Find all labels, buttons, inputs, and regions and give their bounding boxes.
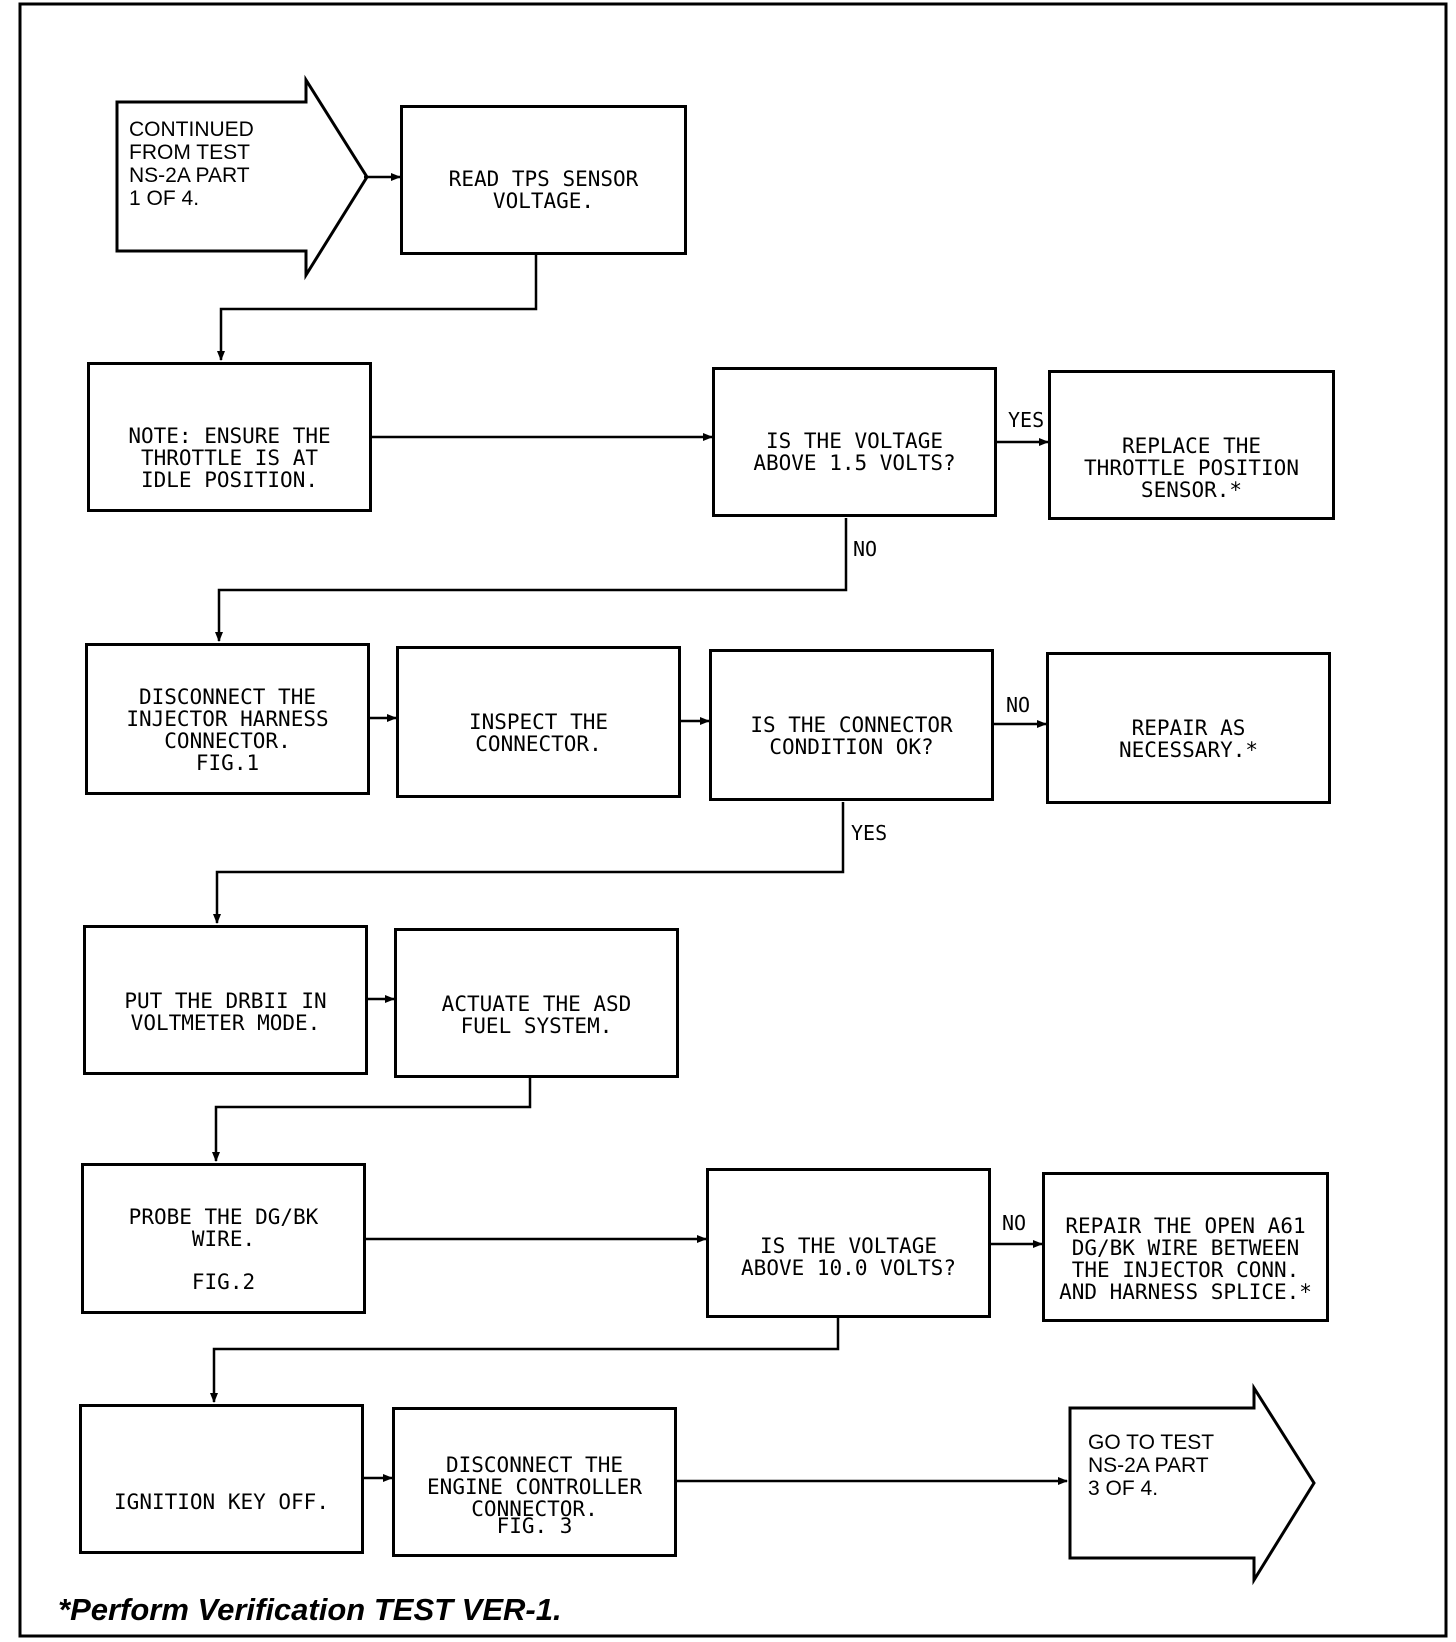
step-disconnect-injector: DISCONNECT THE INJECTOR HARNESS CONNECTO… <box>85 643 370 795</box>
decision-connector-ok-text: IS THE CONNECTOR CONDITION OK? <box>750 713 953 759</box>
decision-connector-ok: IS THE CONNECTOR CONDITION OK? <box>709 649 994 801</box>
step-repair-necessary-text: REPAIR AS NECESSARY.* <box>1118 716 1259 762</box>
decision-voltage-1-5: IS THE VOLTAGE ABOVE 1.5 VOLTS? <box>712 367 997 517</box>
step-disconnect-engine-controller: DISCONNECT THE ENGINE CONTROLLER CONNECT… <box>392 1407 677 1557</box>
step-repair-necessary: REPAIR AS NECESSARY.* <box>1046 652 1331 804</box>
decision-voltage-10: IS THE VOLTAGE ABOVE 10.0 VOLTS? <box>706 1168 991 1318</box>
fig-1-label: FIG.1 <box>195 751 260 775</box>
start-arrow-text: CONTINUED FROM TEST NS-2A PART 1 OF 4. <box>129 118 254 210</box>
arrow-read-tps-to-note <box>217 255 538 361</box>
step-note-throttle: NOTE: ENSURE THE THROTTLE IS AT IDLE POS… <box>87 362 372 512</box>
page-frame <box>18 2 1448 1638</box>
arrow-actuate-to-probe <box>212 1078 532 1162</box>
end-arrow-text: GO TO TEST NS-2A PART 3 OF 4. <box>1088 1431 1215 1500</box>
step-replace-tps: REPLACE THE THROTTLE POSITION SENSOR.* <box>1048 370 1335 520</box>
arrow-q1-no-to-disconnect <box>215 518 848 642</box>
step-note-throttle-text: NOTE: ENSURE THE THROTTLE IS AT IDLE POS… <box>128 424 331 492</box>
step-actuate-asd-text: ACTUATE THE ASD FUEL SYSTEM. <box>441 992 632 1038</box>
step-actuate-asd: ACTUATE THE ASD FUEL SYSTEM. <box>394 928 679 1078</box>
fig-2-label: FIG.2 <box>191 1270 256 1294</box>
arrow-qconn-yes-to-drbii <box>213 802 845 924</box>
step-drbii-voltmeter-text: PUT THE DRBII IN VOLTMETER MODE. <box>124 989 327 1035</box>
fig-3-label: FIG. 3 <box>496 1514 573 1538</box>
step-repair-open-wire: REPAIR THE OPEN A61 DG/BK WIRE BETWEEN T… <box>1042 1172 1329 1322</box>
step-disconnect-injector-text: DISCONNECT THE INJECTOR HARNESS CONNECTO… <box>126 685 329 753</box>
step-replace-tps-text: REPLACE THE THROTTLE POSITION SENSOR.* <box>1084 434 1299 502</box>
step-read-tps: READ TPS SENSOR VOLTAGE. <box>400 105 687 255</box>
step-probe-wire: PROBE THE DG/BK WIRE. FIG.2 <box>81 1163 366 1314</box>
label-no-1: NO <box>853 537 878 561</box>
decision-voltage-1-5-text: IS THE VOLTAGE ABOVE 1.5 VOLTS? <box>753 429 956 475</box>
end-arrow-shape <box>1068 1382 1316 1586</box>
step-ignition-off: IGNITION KEY OFF. <box>79 1404 364 1554</box>
decision-voltage-10-text: IS THE VOLTAGE ABOVE 10.0 VOLTS? <box>741 1234 956 1280</box>
start-arrow-shape <box>115 74 369 281</box>
label-no-3: NO <box>1002 1211 1027 1235</box>
step-read-tps-text: READ TPS SENSOR VOLTAGE. <box>448 167 639 213</box>
arrow-q10-to-ignition <box>210 1318 840 1403</box>
step-ignition-off-text: IGNITION KEY OFF. <box>114 1490 329 1514</box>
verification-footnote: *Perform Verification TEST VER-1. <box>58 1592 562 1627</box>
step-repair-open-wire-text: REPAIR THE OPEN A61 DG/BK WIRE BETWEEN T… <box>1059 1214 1312 1304</box>
step-disconnect-engine-controller-text: DISCONNECT THE ENGINE CONTROLLER CONNECT… <box>427 1453 642 1521</box>
label-yes-1: YES <box>1008 408 1045 432</box>
label-no-2: NO <box>1006 693 1031 717</box>
step-inspect-connector: INSPECT THE CONNECTOR. <box>396 646 681 798</box>
label-yes-2: YES <box>851 821 888 845</box>
step-probe-wire-text: PROBE THE DG/BK WIRE. <box>128 1205 319 1251</box>
step-drbii-voltmeter: PUT THE DRBII IN VOLTMETER MODE. <box>83 925 368 1075</box>
step-inspect-connector-text: INSPECT THE CONNECTOR. <box>468 710 609 756</box>
